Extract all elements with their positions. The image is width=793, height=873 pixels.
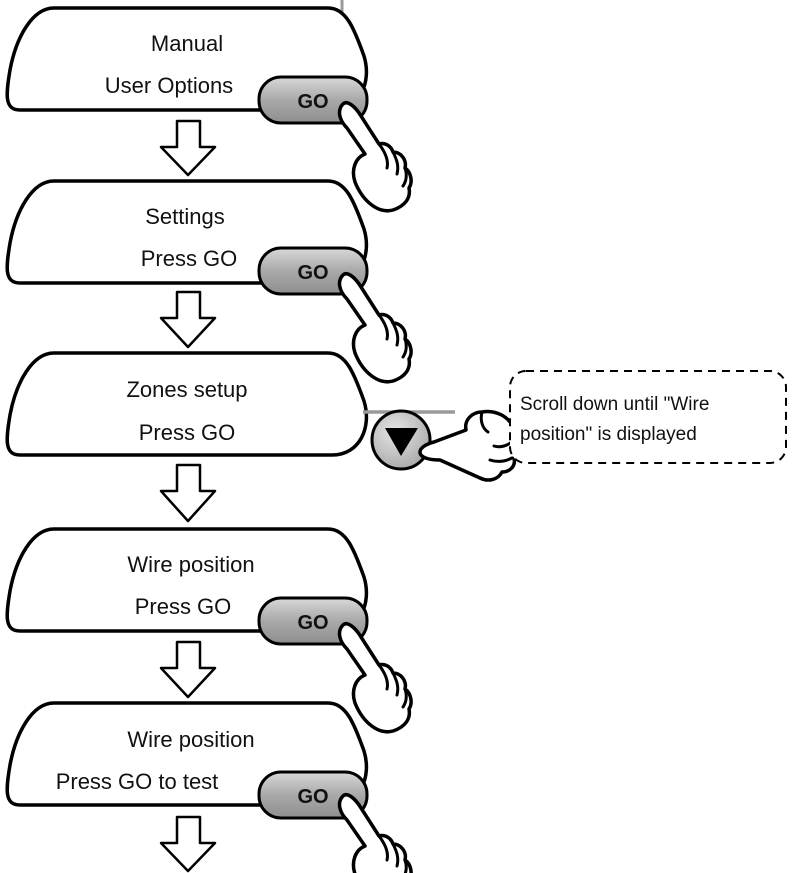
step-2-line-2: Press GO <box>141 246 238 271</box>
pointing-hand-icon <box>337 792 413 873</box>
lcd-screen-3 <box>5 351 369 457</box>
go-button-label: GO <box>297 612 328 634</box>
go-button-label: GO <box>297 91 328 113</box>
scroll-note: Scroll down until "Wire position" is dis… <box>509 370 787 464</box>
go-button-label: GO <box>297 262 328 284</box>
scroll-note-line-1: Scroll down until "Wire <box>520 394 709 415</box>
step-1: Manual User Options GO <box>5 6 413 213</box>
scroll-down-button[interactable] <box>370 409 432 471</box>
step-4: Wire position Press GO GO <box>5 527 413 734</box>
step-4-line-1: Wire position <box>127 552 254 577</box>
flow-arrow-icon <box>159 290 217 349</box>
scroll-note-line-2: position" is displayed <box>520 424 697 445</box>
step-2-line-1: Settings <box>145 204 225 229</box>
step-1-line-2: User Options <box>105 73 233 98</box>
down-triangle-icon <box>385 428 418 456</box>
flow-arrow-icon <box>159 640 217 699</box>
pointing-hand-icon <box>418 409 521 482</box>
step-5: Wire position Press GO to test GO <box>5 701 413 873</box>
step-5-line-2: Press GO to test <box>56 769 219 794</box>
step-3-line-2: Press GO <box>139 420 236 445</box>
go-button-label: GO <box>297 786 328 808</box>
flow-arrow-icon <box>159 119 217 177</box>
step-4-line-2: Press GO <box>135 594 232 619</box>
step-5-line-1: Wire position <box>127 727 254 752</box>
flow-arrow-icon <box>159 815 217 873</box>
step-1-line-1: Manual <box>151 31 223 56</box>
step-3: Zones setup Press GO <box>5 351 521 482</box>
step-3-line-1: Zones setup <box>126 377 247 402</box>
step-2: Settings Press GO GO <box>5 179 413 384</box>
flow-arrow-icon <box>159 463 217 523</box>
